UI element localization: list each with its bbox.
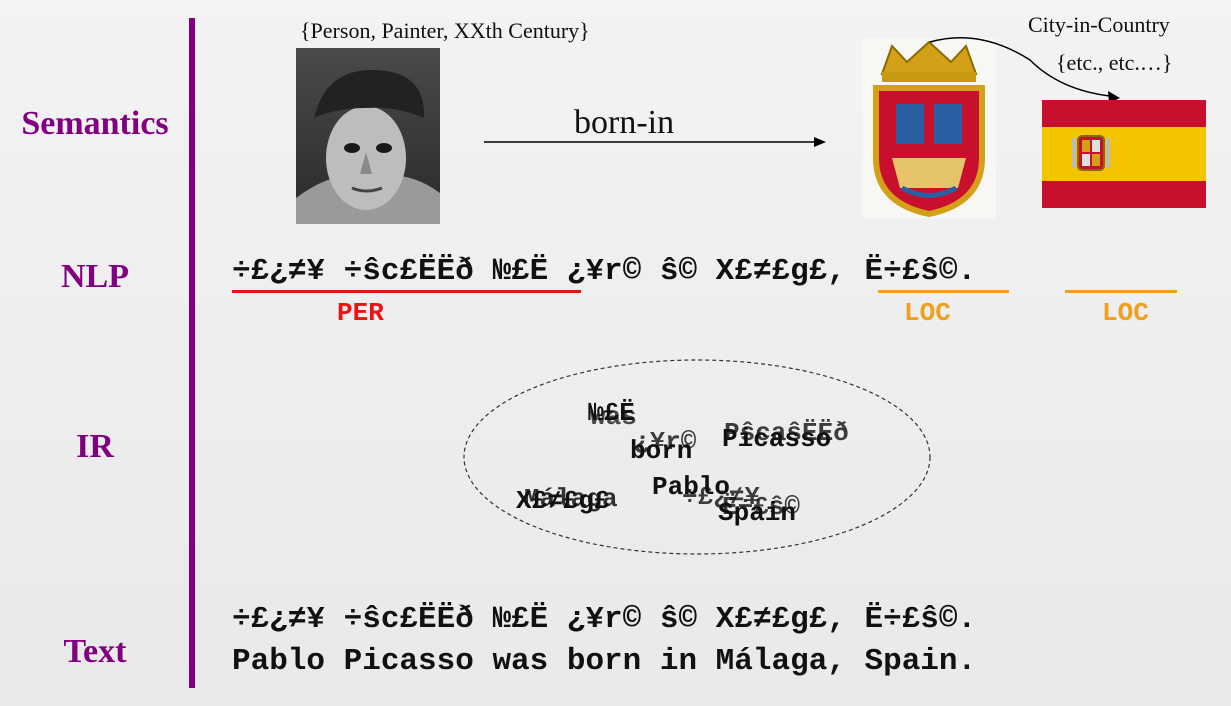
cloud-word: X£≠£g£ bbox=[516, 486, 610, 516]
nlp-sentence: ÷£¿≠¥ ÷ŝc£ËËð №£Ë ¿¥r© ŝ© X£≠£g£, Ë÷£ŝ©. bbox=[232, 254, 977, 289]
cloud-word: №£Ë bbox=[588, 398, 635, 428]
text-encoded-sentence: ÷£¿≠¥ ÷ŝc£ËËð №£Ë ¿¥r© ŝ© X£≠£g£, Ë÷£ŝ©. bbox=[232, 602, 977, 637]
cloud-word: Ë÷£ŝ© bbox=[722, 492, 801, 522]
relation-born-in: born-in bbox=[574, 104, 675, 141]
cloud-word: Picasso bbox=[722, 424, 832, 454]
bag-of-words-cloud bbox=[463, 359, 931, 555]
tag-loc-1: LOC bbox=[904, 298, 951, 328]
city-in-country-label: City-in-Country bbox=[1028, 12, 1170, 37]
layer-divider bbox=[189, 18, 195, 688]
person-types: {Person, Painter, XXth Century} bbox=[300, 18, 590, 43]
person-photo-icon bbox=[296, 48, 440, 224]
tag-loc-2: LOC bbox=[1102, 298, 1149, 328]
loc-underline-1 bbox=[878, 290, 1009, 293]
cloud-word: born bbox=[630, 436, 693, 466]
spain-flag-icon bbox=[1042, 100, 1206, 208]
loc-underline-2 bbox=[1065, 290, 1177, 293]
cloud-word: was bbox=[590, 402, 637, 432]
layer-label-semantics: Semantics bbox=[21, 105, 169, 142]
etc-label: {etc., etc.…} bbox=[1056, 50, 1173, 75]
layer-label-text: Text bbox=[63, 633, 127, 670]
cloud-word: ¿¥r© bbox=[634, 427, 697, 457]
cloud-word: Málaga bbox=[524, 484, 618, 514]
cloud-word: Pablo bbox=[652, 472, 731, 502]
relation-arrow bbox=[484, 137, 826, 147]
tag-per: PER bbox=[337, 298, 384, 328]
cloud-word: Spain bbox=[718, 498, 797, 528]
text-plain-sentence: Pablo Picasso was born in Málaga, Spain. bbox=[232, 644, 977, 679]
coat-of-arms-icon bbox=[862, 38, 996, 218]
layer-label-nlp: NLP bbox=[61, 258, 129, 295]
cloud-word: ÷£¿≠¥ bbox=[682, 482, 761, 512]
per-underline bbox=[232, 290, 581, 293]
cloud-word: PŝcaŝËËð bbox=[724, 418, 849, 448]
layer-label-ir: IR bbox=[76, 428, 114, 465]
